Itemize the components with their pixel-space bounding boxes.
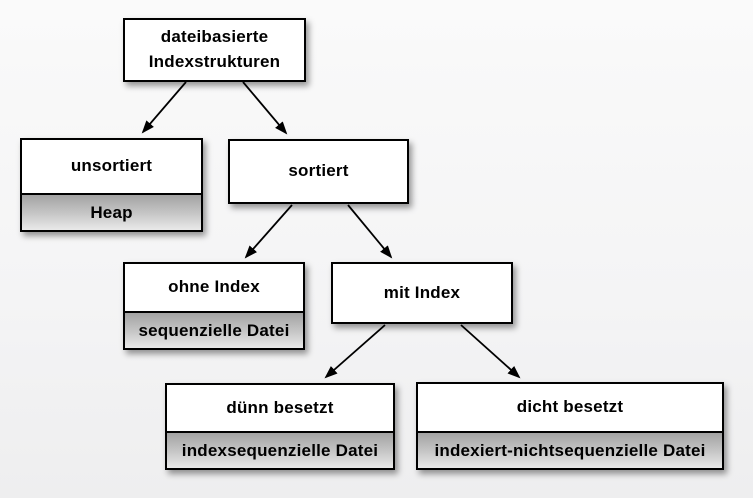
- node-label: ohne Index: [168, 277, 260, 297]
- node-unsortiert: unsortiert Heap: [20, 138, 203, 232]
- edge-sortiert-mit: [347, 204, 393, 259]
- node-mit-index: mit Index: [331, 262, 513, 324]
- edge-sortiert-ohne: [244, 204, 293, 259]
- node-impl-label: sequenzielle Datei: [125, 311, 303, 348]
- edge-mit-duenn: [324, 324, 386, 379]
- edge-root-unsortiert: [141, 81, 187, 134]
- node-dicht-besetzt: dicht besetzt indexiert-nichtsequenziell…: [416, 382, 724, 470]
- edge-mit-dicht: [460, 324, 521, 379]
- node-impl-label: indexiert-nichtsequenzielle Datei: [418, 431, 722, 468]
- node-label: sortiert: [288, 161, 349, 181]
- node-duenn-besetzt: dünn besetzt indexsequenzielle Datei: [165, 383, 395, 470]
- node-ohne-index: ohne Index sequenzielle Datei: [123, 262, 305, 350]
- node-label: dünn besetzt: [226, 397, 334, 417]
- node-dateibasierte-indexstrukturen: dateibasierte Indexstrukturen: [123, 18, 306, 82]
- node-label: mit Index: [383, 282, 461, 302]
- node-label: dateibasierte Indexstrukturen: [148, 27, 281, 71]
- node-sortiert: sortiert: [228, 139, 409, 204]
- node-impl-label: indexsequenzielle Datei: [167, 431, 393, 468]
- node-impl-label: Heap: [22, 193, 201, 230]
- node-label: unsortiert: [70, 156, 153, 176]
- node-label: dicht besetzt: [516, 397, 624, 417]
- edge-root-sortiert: [242, 81, 288, 135]
